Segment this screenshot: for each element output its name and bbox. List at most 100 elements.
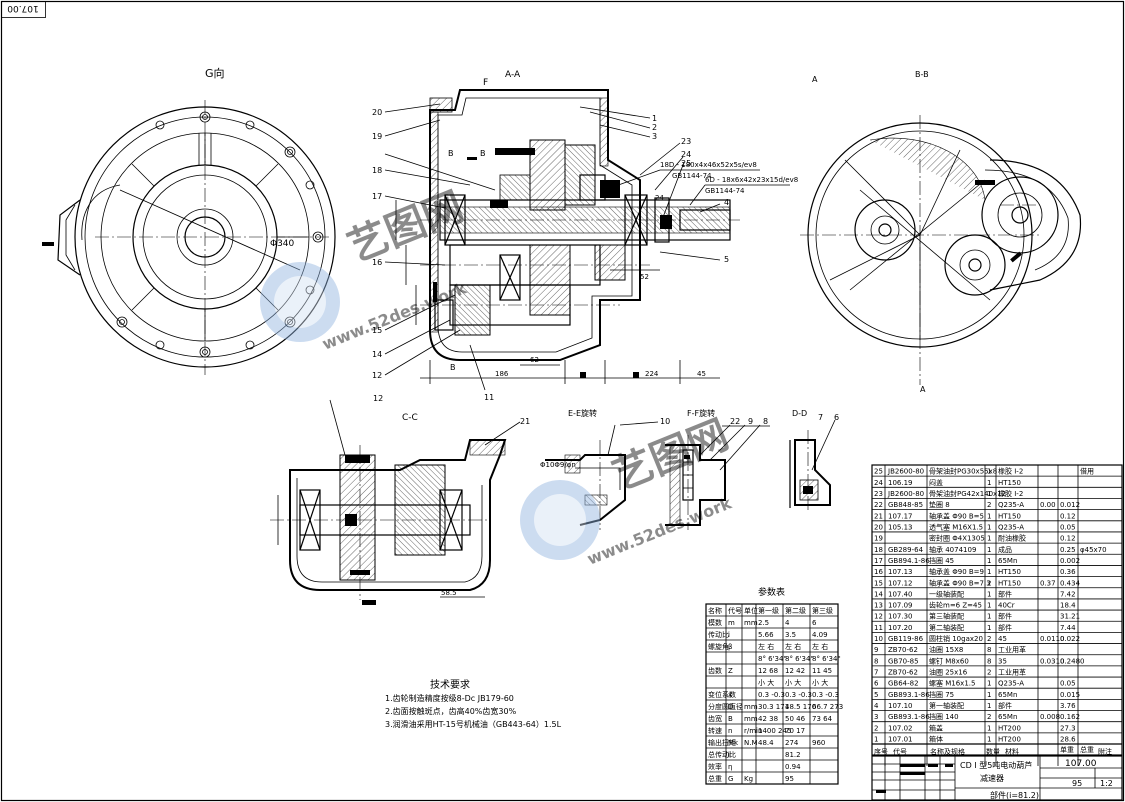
balloon-aa-24: 24: [681, 150, 691, 159]
bom-cell: 橡胶 I-2: [998, 489, 1023, 498]
bom-cell: 0.022: [1060, 635, 1080, 643]
params-cell: N.M: [744, 739, 758, 747]
params-cell: 效率: [708, 762, 722, 771]
balloon-d-6: 6: [834, 413, 839, 422]
bom-cell: GB894.1-86: [888, 557, 930, 565]
params-cell: 960: [812, 739, 825, 747]
bom-cell: 8: [987, 646, 991, 654]
params-cell: 0.3 -0.3: [785, 691, 812, 699]
bom-cell: 2: [874, 724, 878, 732]
bom-cell: GB893.1-86: [888, 713, 930, 721]
params-cell: 95: [785, 775, 794, 783]
bom-cell: ZB70-62: [888, 646, 918, 654]
bom-cell: 6: [874, 680, 879, 688]
bom-cell: φ45x70: [1080, 546, 1107, 554]
bom-cell: 第三轴装配: [929, 612, 964, 621]
bom-cell: 0.008: [1040, 713, 1060, 721]
params-cell: 8° 6'34": [812, 655, 841, 663]
dim-24: 24: [655, 194, 664, 202]
bom-cell: 107.30: [888, 613, 913, 621]
view-aa: A-A F: [372, 70, 798, 402]
params-cell: 50 46: [785, 715, 806, 723]
bom-cell: 1: [987, 535, 991, 543]
dim-d10: Φ10Φ9/φn: [540, 461, 576, 469]
bom-cell: 18: [874, 546, 883, 554]
bom-cell: 0.12: [1060, 512, 1076, 520]
bom-cell: GB119-86: [888, 635, 924, 643]
bom-cell: 11: [874, 624, 883, 632]
bom-cell: 0.05: [1060, 523, 1076, 531]
bom-cell: HT200: [998, 724, 1021, 732]
bom-cell: 17: [874, 557, 883, 565]
params-cell: 2.5: [758, 619, 769, 627]
params-cell: mm: [744, 715, 758, 723]
params-cell: Z: [728, 667, 733, 675]
tech-title: 技术要求: [430, 678, 470, 691]
bom-cell: 25: [874, 468, 883, 476]
balloon-aa-12: 12: [372, 371, 382, 380]
bom-cell: 工业用革: [998, 668, 1026, 677]
bom-cell: 15: [874, 579, 883, 587]
balloon-aa-17: 17: [372, 192, 382, 201]
bom-cell: 9: [874, 646, 878, 654]
balloon-aa-1: 1: [652, 114, 657, 123]
bom-cell: 1: [987, 680, 991, 688]
dim-58: 58.5: [441, 589, 457, 597]
bom-cell: 1: [987, 468, 991, 476]
bom-cell: GB893.1-86: [888, 691, 930, 699]
title-name-1: CD I 型5吨电动葫芦: [960, 760, 1032, 770]
balloon-e-10: 10: [660, 417, 670, 426]
bom-cell: HT200: [998, 736, 1021, 744]
params-cell: 73 64: [812, 715, 833, 723]
bom-cell: 0.162: [1060, 713, 1080, 721]
bom-cell: 1: [987, 624, 991, 632]
bom-cell: 4: [874, 702, 879, 710]
dim-62: 62: [530, 356, 539, 364]
params-cell: 齿宽: [708, 714, 722, 723]
bom-cell: 轴承 4074109: [929, 545, 976, 554]
bom-cell: 0.12: [1060, 535, 1076, 543]
bom-cell: 螺钉 M8x60: [929, 656, 969, 665]
params-cell: η: [728, 763, 732, 771]
bom-cell: 107.20: [888, 624, 913, 632]
bom-header-unit: 单重: [1060, 745, 1074, 754]
bom-cell: 0.05: [1060, 680, 1076, 688]
bom-cell: 挡圈 45: [929, 556, 954, 565]
bom-header-no: 序号: [874, 747, 888, 756]
label-view-bb: B-B: [915, 70, 929, 79]
bom-cell: Q235-A: [998, 523, 1024, 531]
bom-cell: 第一轴装配: [929, 701, 964, 710]
bom-header-code: 代号: [893, 747, 907, 756]
bom-cell: 0.012: [1060, 501, 1080, 509]
label-view-ee: E-E旋转: [568, 408, 597, 418]
bom-cell: JB2600-80: [887, 490, 924, 498]
bom-cell: 31.21: [1060, 613, 1080, 621]
params-cell: 5.66: [758, 631, 774, 639]
bom-cell: 8: [987, 657, 991, 665]
bom-cell: 3.76: [1060, 702, 1076, 710]
params-cell: D: [728, 703, 733, 711]
bom-cell: 橡胶 I-2: [998, 467, 1023, 476]
bom-cell: 20: [874, 523, 883, 531]
balloon-c-21: 21: [520, 417, 530, 426]
bom-cell: 1: [987, 490, 991, 498]
params-cell: 0.94: [785, 763, 801, 771]
bom-cell: 18.4: [1060, 602, 1076, 610]
bom-cell: 1: [987, 724, 991, 732]
balloon-aa-11: 11: [484, 393, 494, 402]
tech-item-1: 1.齿轮制造精度按级8-Dc JB179-60: [385, 693, 514, 703]
dim-224: 224: [645, 370, 659, 378]
bom-cell: ZB70-62: [888, 669, 918, 677]
bom-cell: GB289-64: [888, 546, 924, 554]
bom-cell: 部件: [998, 701, 1012, 710]
mark-b3: B: [450, 363, 456, 372]
params-cell: r/min: [744, 727, 762, 735]
balloon-f-22: 22: [730, 417, 740, 426]
params-cell: 6: [812, 619, 817, 627]
bom-cell: 1: [987, 512, 991, 520]
bom-cell: 箱盖: [929, 723, 943, 732]
corner-code-box: [1, 1, 46, 18]
bom-cell: 部件: [998, 612, 1012, 621]
params-cell: 代号: [728, 606, 742, 615]
